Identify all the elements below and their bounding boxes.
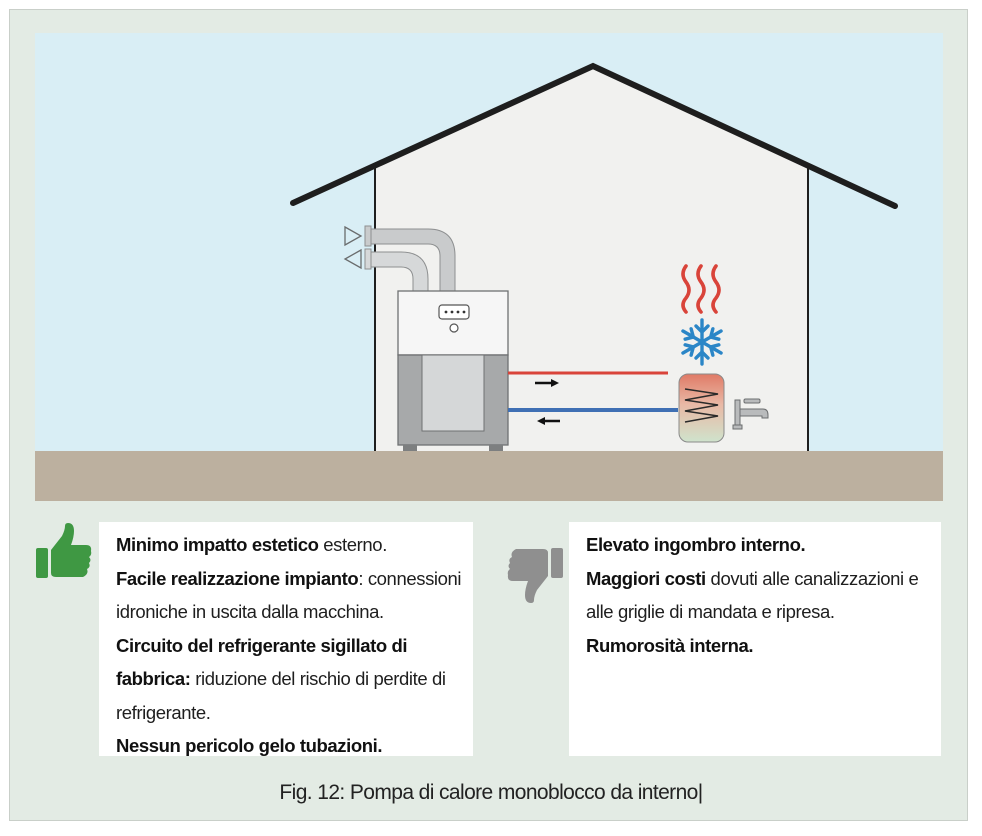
water-tank-icon <box>678 373 725 443</box>
flow-arrow-left-icon <box>537 417 560 425</box>
pros-item: Circuito del refrigerante sigillato di f… <box>116 634 446 723</box>
ground <box>35 451 943 501</box>
faucet-icon <box>732 398 769 430</box>
triangle-left-icon <box>343 248 362 270</box>
heat-pump-unit <box>397 290 509 451</box>
pros-item: Facile realizzazione impianto: connessio… <box>116 567 462 623</box>
triangle-right-icon <box>344 225 363 247</box>
roof <box>290 62 898 209</box>
text-cursor: | <box>697 781 703 804</box>
flow-arrow-right-icon <box>535 379 559 387</box>
heat-waves-icon <box>681 264 721 314</box>
house-diagram <box>35 33 943 501</box>
caption-text: Fig. 12: Pompa di calore monoblocco da i… <box>279 781 698 804</box>
cons-panel: Elevato ingombro interno. Maggiori costi… <box>569 522 941 756</box>
pros-item: Nessun pericolo gelo tubazioni. <box>116 735 383 756</box>
thumbs-up-icon <box>36 523 92 578</box>
cons-item: Elevato ingombro interno. <box>586 534 806 555</box>
cons-item: Maggiori costi dovuti alle canalizzazion… <box>586 567 919 623</box>
snowflake-icon <box>681 318 723 366</box>
cons-item: Rumorosità interna. <box>586 634 754 656</box>
pros-item: Minimo impatto estetico esterno. <box>116 534 387 555</box>
pros-panel: Minimo impatto estetico esterno. Facile … <box>99 522 473 756</box>
thumbs-down-icon <box>507 548 563 603</box>
figure-caption: Fig. 12: Pompa di calore monoblocco da i… <box>0 781 982 805</box>
